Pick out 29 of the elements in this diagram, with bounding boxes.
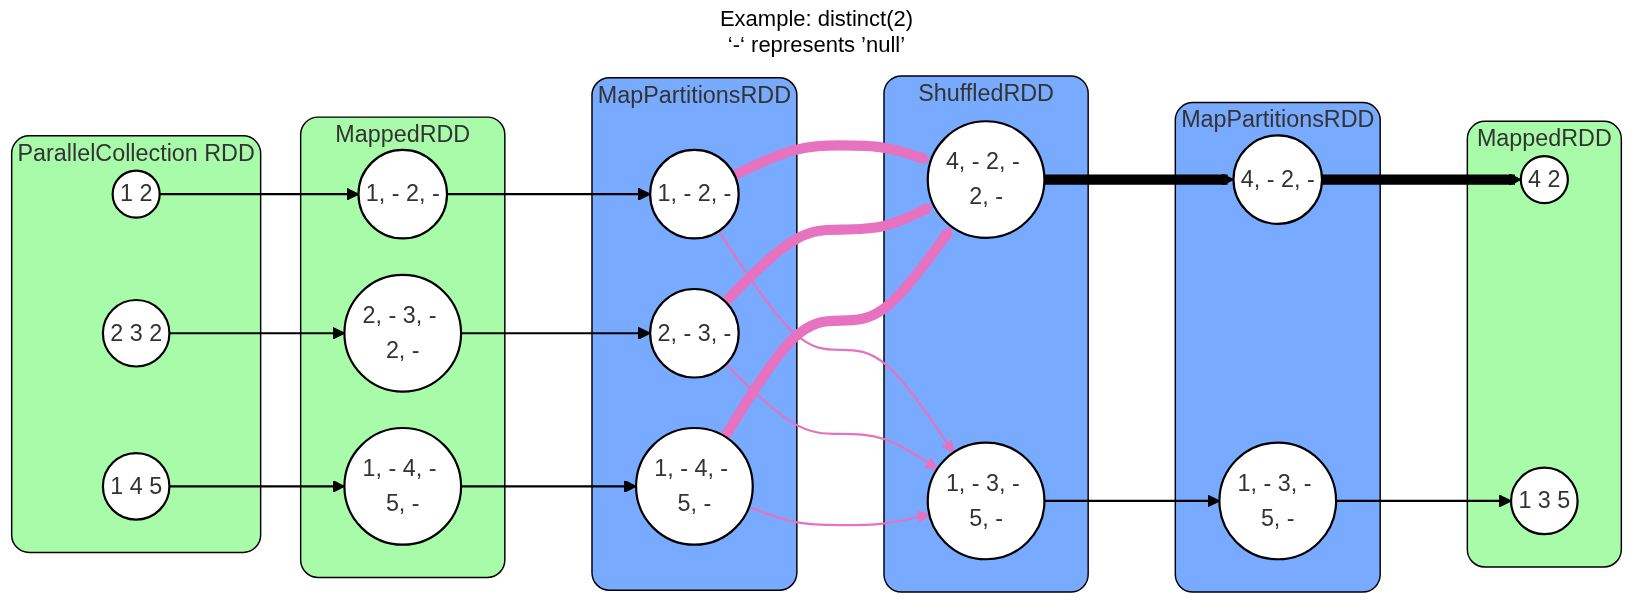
- diagram-title: Example: distinct(2): [719, 6, 914, 32]
- node-circle: 1, - 4, - 5, -: [635, 426, 754, 546]
- arrow: [1336, 494, 1512, 508]
- node-circle: 1, - 4, - 5, -: [343, 426, 463, 546]
- node-circle: 1, - 3, - 5, -: [1218, 441, 1338, 561]
- note-text: ‘-‘ represents ’null’: [727, 32, 906, 58]
- node-circle: 1 4 5: [101, 452, 171, 521]
- arrow: [461, 326, 651, 340]
- node-circle: 4, - 2, - 2, -: [926, 120, 1046, 240]
- arrow: [748, 506, 930, 527]
- arrow: [1322, 173, 1522, 186]
- node-circle: 1, - 3, - 5, -: [926, 441, 1046, 561]
- arrow: [169, 326, 345, 340]
- node-circle: 1 2: [111, 169, 161, 219]
- node-circle: 4, - 2, -: [1232, 134, 1324, 225]
- node-circle: 2 3 2: [101, 298, 171, 368]
- arrow: [721, 203, 935, 306]
- arrow: [447, 187, 651, 201]
- node-circle: 1, - 2, -: [649, 148, 740, 240]
- node-circle: 1, - 2, -: [357, 148, 449, 240]
- node-circle: 2, - 3, - 2, -: [343, 273, 463, 393]
- node-circle: 4 2: [1519, 155, 1569, 205]
- arrow: [725, 363, 938, 470]
- arrow: [1044, 494, 1220, 508]
- node-circle: 2, - 3, -: [649, 287, 740, 379]
- arrow: [732, 140, 932, 180]
- node-circle: 1 3 5: [1510, 466, 1579, 536]
- arrow: [461, 479, 637, 493]
- arrow: [169, 479, 345, 493]
